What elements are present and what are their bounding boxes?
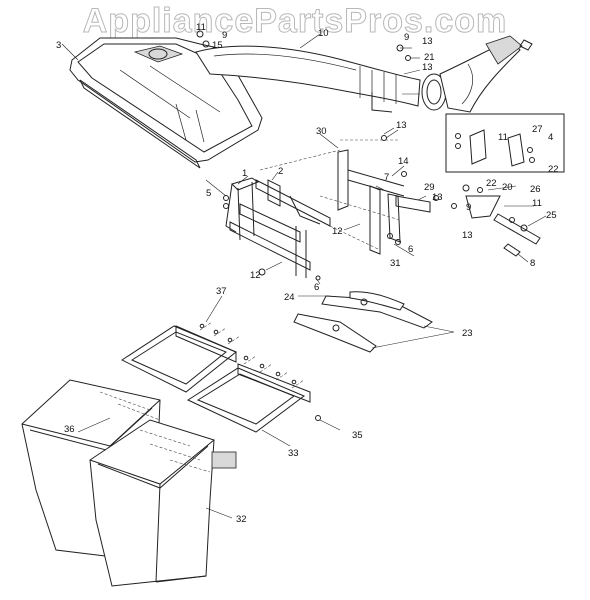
frame-hardware <box>223 129 439 281</box>
callout-label: 14 <box>398 156 409 167</box>
callout-label: 2 <box>278 166 283 177</box>
callout-label: 29 <box>424 182 435 193</box>
callout-label: 4 <box>548 132 553 143</box>
bagger-frame <box>225 139 431 278</box>
callout-label: 11 <box>498 132 508 143</box>
callout-label: 13 <box>396 120 407 131</box>
callout-label: 24 <box>284 292 295 303</box>
bag-frames <box>120 321 321 433</box>
callout-label: 31 <box>390 258 401 269</box>
callout-label: 9 <box>404 32 409 43</box>
callout-label: 36 <box>64 424 75 435</box>
callout-label: 26 <box>530 184 541 195</box>
callout-label: 1 <box>242 168 247 179</box>
grass-bags <box>21 379 237 587</box>
callout-label: 6 <box>314 282 319 293</box>
callout-label: 6 <box>408 244 413 255</box>
callout-label: 20 <box>502 182 513 193</box>
callout-label: 12 <box>250 270 261 281</box>
callout-label: 15 <box>212 40 223 51</box>
callout-label: 27 <box>532 124 543 135</box>
callout-label: 32 <box>236 514 247 525</box>
callout-label: 3 <box>56 40 61 51</box>
callout-label: 9 <box>466 202 471 213</box>
callout-label: 12 <box>332 226 343 237</box>
callout-label: 13 <box>462 230 473 241</box>
callout-label: 8 <box>530 258 535 269</box>
callout-label: 5 <box>206 188 211 199</box>
chute-hardware <box>196 30 533 61</box>
callout-labels: 3 11 9 15 10 9 13 21 13 30 13 14 7 1 2 5… <box>56 22 559 525</box>
callout-label: 13 <box>432 192 443 203</box>
callout-label: 22 <box>548 164 559 175</box>
callout-label: 11 <box>196 22 206 33</box>
inset-detail-box <box>445 113 565 173</box>
callout-label: 13 <box>422 62 433 73</box>
right-bracket-hardware <box>451 184 541 257</box>
callout-label: 25 <box>546 210 557 221</box>
callout-label: 11 <box>532 198 542 209</box>
callout-label: 23 <box>462 328 473 339</box>
callout-label: 10 <box>318 28 329 39</box>
callout-label: 7 <box>384 172 389 183</box>
callout-label: 9 <box>222 30 227 41</box>
mower-blades <box>293 291 433 353</box>
chute-elbow <box>421 35 523 113</box>
callout-label: 21 <box>424 52 435 63</box>
callout-label: 33 <box>288 448 299 459</box>
leader-lines <box>61 33 547 519</box>
callout-label: 30 <box>316 126 327 137</box>
callout-label: 22 <box>486 178 497 189</box>
discharge-chute-tube <box>195 45 421 113</box>
callout-label: 37 <box>216 286 227 297</box>
callout-label: 35 <box>352 430 363 441</box>
callout-label: 13 <box>422 36 433 47</box>
